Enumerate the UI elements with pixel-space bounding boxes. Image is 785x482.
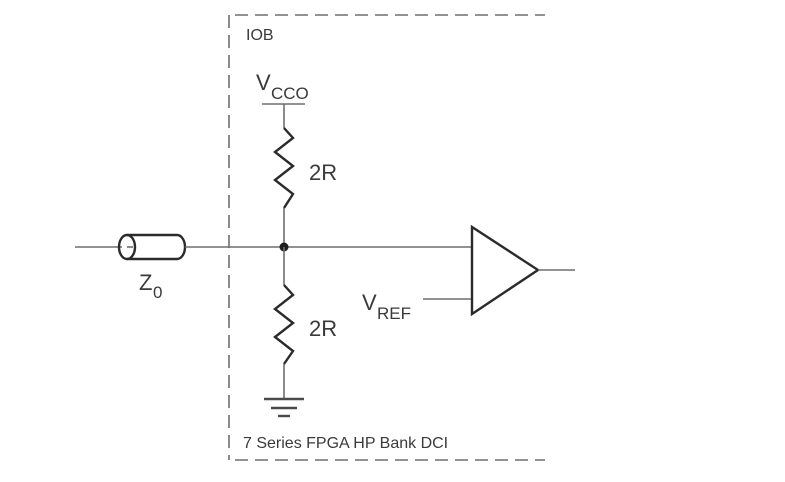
z0-label: Z 0 bbox=[139, 270, 162, 302]
resistor-top bbox=[273, 104, 295, 247]
resistor-top-zigzag-icon bbox=[273, 127, 295, 209]
vref-subscript: REF bbox=[377, 304, 411, 323]
vref-label: V REF bbox=[362, 290, 411, 323]
resistor-top-label: 2R bbox=[309, 160, 337, 185]
resistor-bottom-zigzag-icon bbox=[273, 284, 295, 365]
comparator-icon bbox=[470, 224, 541, 317]
vcco-label: V CCO bbox=[256, 70, 309, 103]
resistor-bottom-label: 2R bbox=[309, 316, 337, 341]
diagram-caption: 7 Series FPGA HP Bank DCI bbox=[243, 435, 448, 452]
resistor-bottom bbox=[273, 247, 295, 399]
iob-boundary bbox=[228, 14, 545, 461]
vref-symbol: V bbox=[362, 290, 377, 315]
vcco-symbol: V bbox=[256, 70, 271, 95]
transmission-line-icon bbox=[117, 233, 187, 261]
iob-label: IOB bbox=[246, 27, 274, 44]
z0-symbol: Z bbox=[139, 270, 152, 295]
vcco-subscript: CCO bbox=[271, 84, 309, 103]
z0-subscript: 0 bbox=[153, 283, 162, 302]
ground-icon bbox=[264, 397, 304, 418]
